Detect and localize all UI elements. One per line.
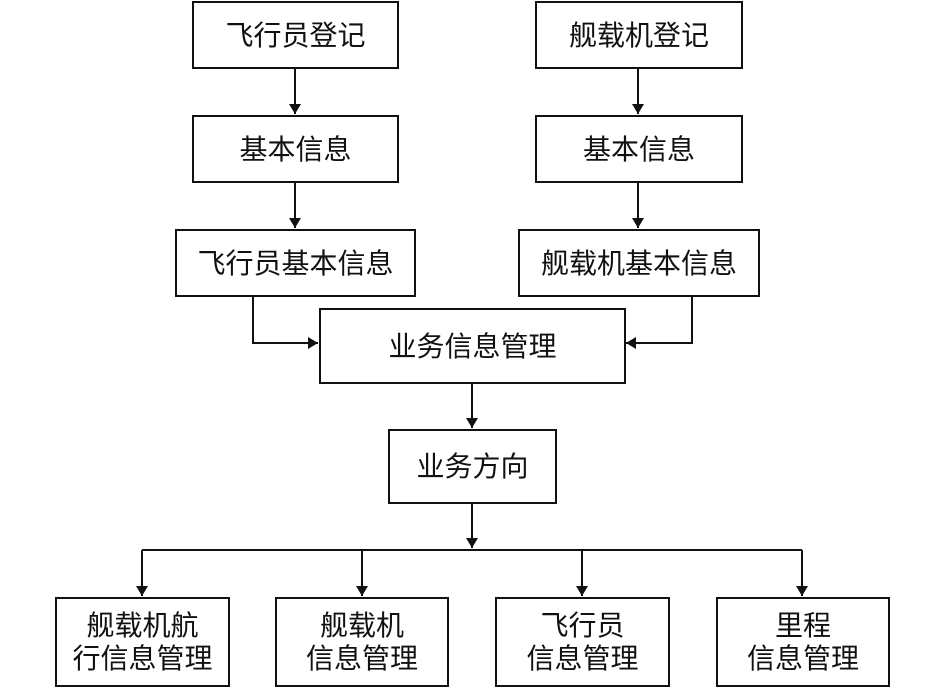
- pilot-basic-info-label: 飞行员基本信息: [197, 246, 394, 280]
- business-info-mgmt-box: 业务信息管理: [319, 308, 626, 384]
- aircraft-register-label: 舰载机登记: [568, 18, 709, 52]
- business-direction-label: 业务方向: [416, 450, 529, 483]
- arrow-pilot-info-to-business-mgmt: [252, 296, 318, 349]
- pilot-basic-label: 基本信息: [239, 132, 352, 166]
- aircraft-register-box: 舰载机登记: [535, 1, 743, 69]
- output-label-4: 里程 信息管理: [746, 609, 859, 675]
- output-label-1: 舰载机航 行信息管理: [72, 609, 213, 675]
- aircraft-basic-info-box: 舰载机基本信息: [518, 229, 760, 297]
- pilot-basic-info-box: 飞行员基本信息: [175, 229, 416, 297]
- output-box-2: 舰载机 信息管理: [275, 597, 449, 687]
- aircraft-basic-box: 基本信息: [535, 115, 743, 183]
- output-box-1: 舰载机航 行信息管理: [55, 597, 230, 687]
- pilot-register-label: 飞行员登记: [225, 18, 366, 52]
- pilot-basic-box: 基本信息: [192, 115, 399, 183]
- arrow-aircraft-info-to-business-mgmt: [626, 296, 693, 349]
- output-label-2: 舰载机 信息管理: [305, 609, 418, 675]
- aircraft-basic-label: 基本信息: [582, 132, 695, 166]
- output-box-3: 飞行员 信息管理: [495, 597, 670, 687]
- business-direction-box: 业务方向: [388, 429, 557, 504]
- output-box-4: 里程 信息管理: [716, 597, 890, 687]
- output-label-3: 飞行员 信息管理: [526, 609, 639, 675]
- business-info-mgmt-label: 业务信息管理: [388, 329, 557, 363]
- aircraft-basic-info-label: 舰载机基本信息: [540, 246, 737, 280]
- pilot-register-box: 飞行员登记: [192, 1, 399, 69]
